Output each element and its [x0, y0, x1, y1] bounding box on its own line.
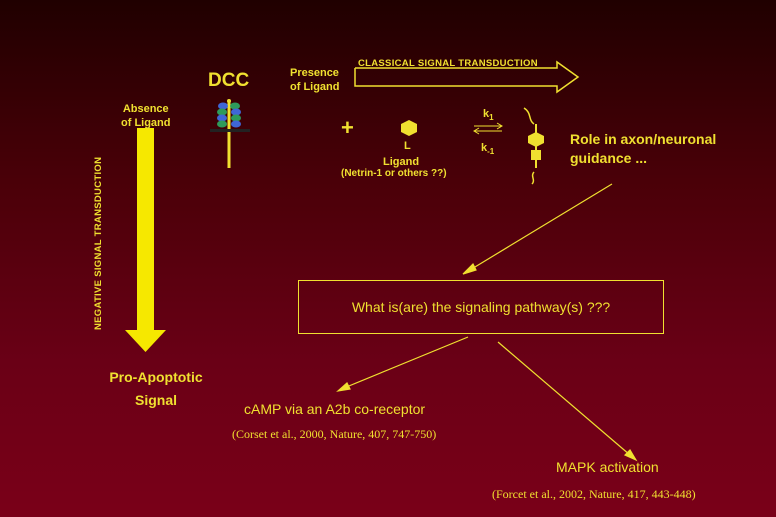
equilibrium-arrows-icon: [473, 122, 503, 135]
signal-line: Signal: [134, 392, 177, 408]
ligand-L-label: L: [404, 140, 411, 152]
dcc-label: DCC: [208, 70, 250, 91]
negative-signal-arrow: [125, 128, 166, 352]
k1-letter: k: [483, 108, 490, 120]
role-line-1: Role in axon/neuronal: [570, 131, 717, 147]
mapk-label: MAPK activation: [556, 459, 659, 475]
bound-complex-icon: [523, 107, 544, 185]
role-text: Role in axon/neuronal guidance ...: [570, 130, 716, 168]
absence-of-ligand-label: Absence of Ligand: [121, 102, 171, 130]
mapk-reference: (Forcet et al., 2002, Nature, 417, 443-4…: [492, 487, 696, 501]
absence-line: Absence: [122, 103, 169, 115]
plus-sign: +: [341, 115, 354, 140]
dcc-receptor-icon: [210, 99, 250, 168]
presence-line: Presence: [290, 67, 339, 79]
arrow-to-question: [462, 183, 613, 275]
ligand-hexagon-icon: [401, 120, 417, 136]
k1-subscript: 1: [489, 113, 494, 123]
presence-of-ligand-label: Presence of Ligand: [290, 66, 340, 94]
km1-letter: k: [481, 142, 488, 154]
classical-signal-arrow: [354, 60, 580, 94]
ligand-label: Ligand: [383, 156, 420, 168]
arrow-to-camp: [336, 336, 469, 392]
role-line-2: guidance ...: [570, 150, 648, 166]
ligand-note: (Netrin-1 or others ??): [341, 168, 447, 179]
negative-signal-label: NEGATIVE SIGNAL TRANSDUCTION: [93, 156, 104, 330]
arrow-to-mapk: [497, 341, 638, 462]
classical-signal-label: CLASSICAL SIGNAL TRANSDUCTION: [358, 58, 538, 69]
of-ligand-line: of Ligand: [290, 81, 340, 93]
pro-apoptotic-line: Pro-Apoptotic: [109, 369, 203, 385]
question-box: What is(are) the signaling pathway(s) ??…: [298, 280, 664, 334]
km1-subscript: -1: [487, 147, 495, 157]
question-text: What is(are) the signaling pathway(s) ??…: [351, 299, 611, 315]
k-minus1-label: k-1: [481, 142, 494, 156]
k1-label: k1: [483, 108, 494, 122]
pro-apoptotic-label: Pro-Apoptotic Signal: [96, 366, 216, 412]
of-ligand-line-2: of Ligand: [121, 117, 171, 129]
camp-label: cAMP via an A2b co-receptor: [244, 401, 426, 417]
camp-reference: (Corset et al., 2000, Nature, 407, 747-7…: [232, 427, 437, 441]
